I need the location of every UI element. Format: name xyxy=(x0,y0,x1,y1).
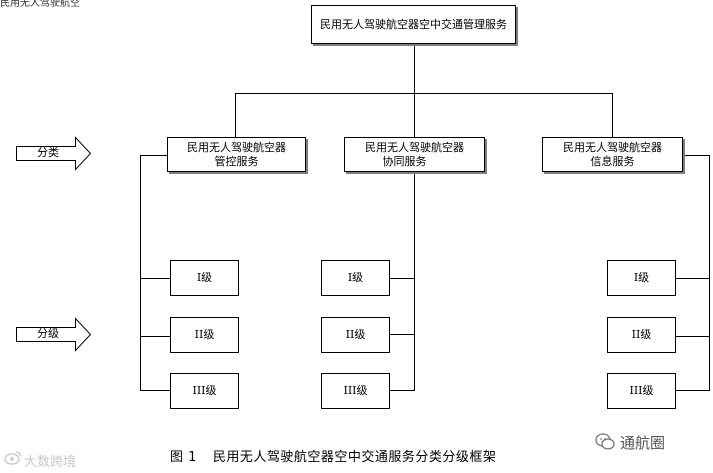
category-node-information: 民用无人驾驶航空器 信息服务 xyxy=(542,137,683,172)
classify-arrow-label: 分类 xyxy=(37,146,59,159)
root-node-label: 民用无人驾驶航空器空中交通管理服务 xyxy=(320,17,507,31)
level-label: III级 xyxy=(629,384,654,397)
grade-arrow-shape xyxy=(16,317,92,352)
level-label: I级 xyxy=(633,271,650,284)
level-node-2: II级 xyxy=(607,317,676,353)
level-node-3: III级 xyxy=(170,373,239,409)
level-label: I级 xyxy=(347,271,364,284)
level-node-2: II级 xyxy=(321,317,390,353)
weibo-logo-icon xyxy=(4,451,21,465)
level-label: III级 xyxy=(192,384,217,397)
watermark-left: 大数跨境 xyxy=(24,455,77,470)
level-node-3: III级 xyxy=(607,373,676,409)
category-node-coordination: 民用无人驾驶航空器 协同服务 xyxy=(344,137,485,172)
category-line2: 协同服务 xyxy=(382,154,427,168)
category-line1: 民用无人驾驶航空器 xyxy=(563,140,662,154)
level-label: II级 xyxy=(631,328,652,341)
root-node: 民用无人驾驶航空器空中交通管理服务 xyxy=(311,5,516,44)
level-label: II级 xyxy=(345,328,366,341)
grade-arrow-label: 分级 xyxy=(37,327,59,340)
level-label: II级 xyxy=(194,328,215,341)
top-fragment-text: 民用无人驾驶航空 xyxy=(0,0,80,9)
level-label: I级 xyxy=(196,271,213,284)
figure-title: 民用无人驾驶航空器空中交通服务分类分级框架 xyxy=(212,450,497,465)
level-node-1: I级 xyxy=(170,260,239,296)
level-label: III级 xyxy=(343,384,368,397)
wechat-logo-icon xyxy=(595,433,615,450)
figure-caption: 图 1 民用无人驾驶航空器空中交通服务分类分级框架 xyxy=(170,450,496,466)
category-node-control: 民用无人驾驶航空器 管控服务 xyxy=(167,137,306,172)
figure-number: 图 1 xyxy=(170,450,197,465)
watermark-right: 通航圈 xyxy=(620,434,666,452)
level-node-1: I级 xyxy=(321,260,390,296)
level-node-1: I级 xyxy=(607,260,676,296)
category-line2: 信息服务 xyxy=(590,154,635,168)
category-line2: 管控服务 xyxy=(214,154,259,168)
category-line1: 民用无人驾驶航空器 xyxy=(365,140,464,154)
category-line1: 民用无人驾驶航空器 xyxy=(187,140,286,154)
classify-arrow-shape xyxy=(16,136,92,171)
level-node-2: II级 xyxy=(170,317,239,353)
level-node-3: III级 xyxy=(321,373,390,409)
